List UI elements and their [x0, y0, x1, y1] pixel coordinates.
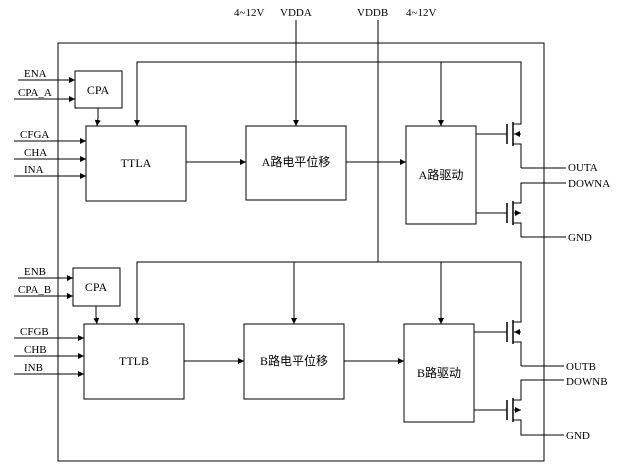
- driver-a-label: A路驱动: [419, 167, 464, 182]
- gnd-a-label: GND: [568, 232, 592, 244]
- ttlb-block-label: TTLB: [119, 354, 149, 368]
- level-shift-b-block: [243, 323, 345, 400]
- ttlb-block: [83, 323, 185, 400]
- cpa-b-input-label: CPA_B: [18, 284, 51, 296]
- cpa-b-block: [72, 267, 121, 307]
- cha-input-label: CHA: [24, 147, 47, 159]
- output-fets-a: [476, 122, 566, 238]
- vddb-label: VDDB: [357, 7, 388, 19]
- downa-label: DOWNA: [568, 178, 610, 190]
- ina-input-label: INA: [24, 164, 44, 176]
- downb-label: DOWNB: [566, 376, 608, 388]
- cpa-a-block-label: CPA: [87, 83, 110, 97]
- inb-input-label: INB: [24, 362, 43, 374]
- vddb-range-label: 4~12V: [406, 7, 436, 19]
- vdda-range-label: 4~12V: [234, 7, 264, 19]
- outa-label: OUTA: [568, 162, 598, 174]
- cpa-b-block-label: CPA: [85, 280, 108, 294]
- chip-outline: [57, 42, 545, 462]
- channel-a: ENA CPA_A CFGA CHA INA CPA TTLA A路电平位移 A…: [14, 61, 610, 244]
- channel-b: ENB CPA_B CFGB CHB INB CPA TTLB B路电平位移 B…: [14, 261, 608, 442]
- cpa-a-block: [74, 70, 123, 109]
- ttla-block-label: TTLA: [121, 156, 152, 170]
- driver-b-label: B路驱动: [417, 365, 461, 380]
- enb-input-label: ENB: [24, 266, 46, 278]
- cfgb-input-label: CFGB: [20, 326, 49, 338]
- cfga-input-label: CFGA: [20, 129, 49, 141]
- outb-label: OUTB: [566, 361, 596, 373]
- level-shift-a-block: [245, 125, 347, 201]
- vdda-label: VDDA: [280, 7, 312, 19]
- ena-input-label: ENA: [24, 68, 47, 80]
- gnd-b-label: GND: [566, 430, 590, 442]
- driver-b-block: [403, 323, 475, 423]
- ttla-block: [85, 125, 187, 202]
- chb-input-label: CHB: [24, 344, 47, 356]
- cpa-a-input-label: CPA_A: [18, 87, 52, 99]
- driver-a-block: [405, 125, 477, 225]
- level-shift-a-label: A路电平位移: [262, 154, 331, 169]
- level-shift-b-label: B路电平位移: [260, 353, 328, 368]
- output-fets-b: [474, 320, 564, 436]
